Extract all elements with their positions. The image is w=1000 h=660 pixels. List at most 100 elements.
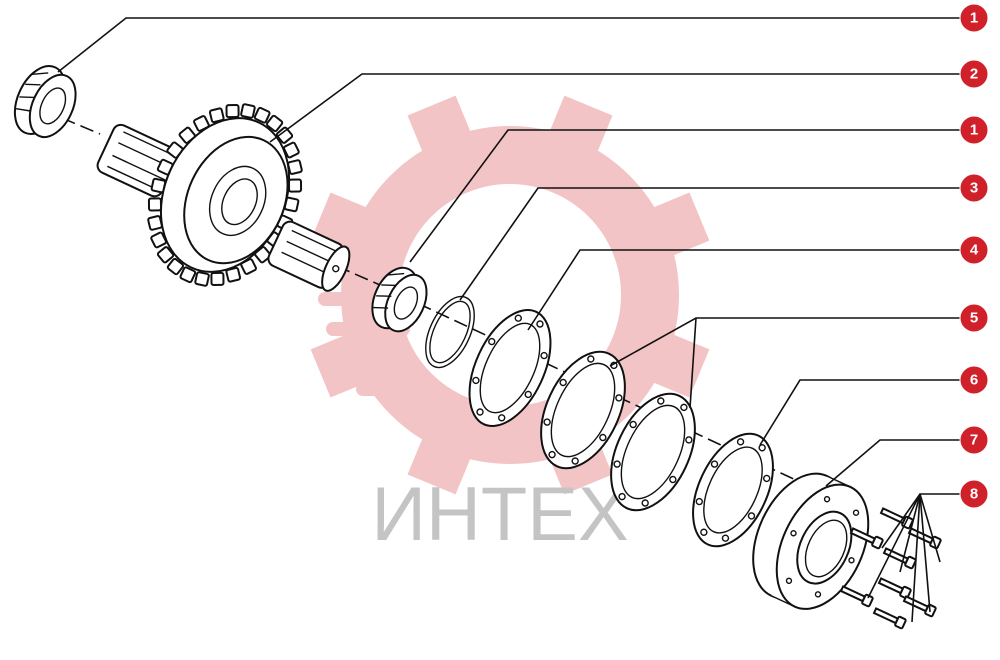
shim-5a (540, 350, 626, 470)
bearing-center (371, 266, 428, 333)
bolt-head (871, 535, 884, 550)
gear-tooth (166, 257, 185, 276)
bolt-hole (476, 408, 484, 416)
cover-bolt-hole (814, 591, 822, 598)
gasket-inner-edge (620, 404, 686, 500)
callout-8: 8 (959, 479, 989, 509)
callout-6: 6 (959, 365, 989, 395)
bolt (902, 595, 937, 618)
bolt-hole (747, 512, 756, 520)
bolt-hole (472, 376, 480, 385)
bolt-set (839, 507, 942, 630)
callout-label: 8 (970, 486, 978, 503)
bearing-left (13, 65, 77, 138)
gear-tooth (179, 266, 197, 284)
bolt-hole (669, 475, 677, 484)
gasket-4 (468, 309, 552, 427)
bolt-shank (902, 595, 930, 613)
bolt-hole (543, 418, 551, 426)
gasket-outer-edge (540, 350, 626, 470)
shaft-with-gear (96, 103, 351, 292)
callout-5: 5 (959, 303, 989, 333)
callout-3: 3 (959, 173, 989, 203)
bolt-shank (877, 577, 905, 595)
bolt-hole (488, 337, 496, 346)
bolt (882, 547, 917, 570)
cover-bolt-hole (852, 509, 860, 516)
bolt-hole (762, 474, 771, 483)
bolt-hole (736, 438, 745, 446)
bolt-hole (657, 397, 665, 405)
bolt-hole (613, 460, 621, 468)
gear-tooth (147, 197, 163, 212)
gasket-inner-edge (479, 322, 541, 414)
gasket-6 (692, 432, 774, 548)
callout-1-middle: 1 (959, 115, 989, 145)
bolt-hole (587, 355, 595, 363)
cover-bolt-hole (848, 557, 855, 564)
bolt-hole (540, 351, 548, 360)
callout-label: 1 (970, 10, 978, 27)
bolt-hole (700, 528, 708, 536)
bolt-hole (599, 433, 607, 442)
bolt (872, 607, 907, 630)
callout-label: 1 (970, 122, 978, 139)
bolt-head (899, 585, 912, 600)
bolt-shank (872, 607, 900, 625)
bolt-shank (839, 585, 867, 603)
callout-label: 6 (970, 372, 978, 389)
bolt-head (894, 615, 907, 630)
bolt-hole (548, 450, 556, 459)
bolt-hole (641, 499, 649, 507)
bolt-shank (907, 527, 935, 545)
bolt-hole (680, 403, 688, 412)
gear-tooth (210, 271, 225, 287)
callout-label: 2 (970, 66, 978, 83)
gear-tooth (265, 114, 284, 133)
callout-label: 4 (970, 242, 979, 259)
bolt-head (904, 555, 917, 570)
o-ring (425, 295, 475, 369)
bolt-hole (618, 492, 626, 501)
callout-label: 5 (970, 310, 978, 327)
bolt-hole (710, 460, 719, 468)
callout-7: 7 (959, 425, 989, 455)
leader-lines (57, 17, 960, 623)
gear-tooth (240, 103, 256, 119)
cover-bolt-hole (823, 495, 831, 503)
cover-bolt-hole (785, 577, 793, 585)
gear-tooth (275, 126, 294, 144)
gear-tooth (283, 141, 300, 159)
bolt-hole (514, 314, 522, 322)
watermark-text: ИНТЕХ (371, 472, 628, 557)
gear-tooth (156, 246, 175, 264)
gear-tooth (194, 271, 210, 287)
gasket-inner-edge (703, 446, 763, 534)
bolt (839, 585, 874, 608)
gear-tooth (287, 178, 303, 193)
callout-2: 2 (959, 59, 989, 89)
bolt-hole (685, 436, 693, 444)
gear-tooth (150, 231, 167, 249)
callout-label: 7 (970, 432, 978, 449)
bolt-hole (524, 390, 532, 399)
bolt (907, 527, 942, 550)
callout-badges: 1 2 1 3 4 5 6 7 (959, 3, 989, 509)
callout-1-top: 1 (959, 3, 989, 33)
bolt-hole (721, 534, 730, 542)
bolt-hole (615, 394, 623, 402)
gasket-inner-edge (550, 362, 616, 458)
callout-label: 3 (970, 180, 978, 197)
bolt (877, 577, 912, 600)
bolt-hole (498, 414, 506, 422)
gear-tooth (225, 266, 242, 283)
bolt (849, 527, 884, 550)
gear-tooth (208, 107, 225, 124)
bolt-hole (695, 497, 704, 506)
bolt-hole (536, 320, 544, 328)
bolt-hole (629, 420, 637, 429)
bolt-hole (559, 378, 567, 387)
bearing-cover (752, 472, 870, 610)
